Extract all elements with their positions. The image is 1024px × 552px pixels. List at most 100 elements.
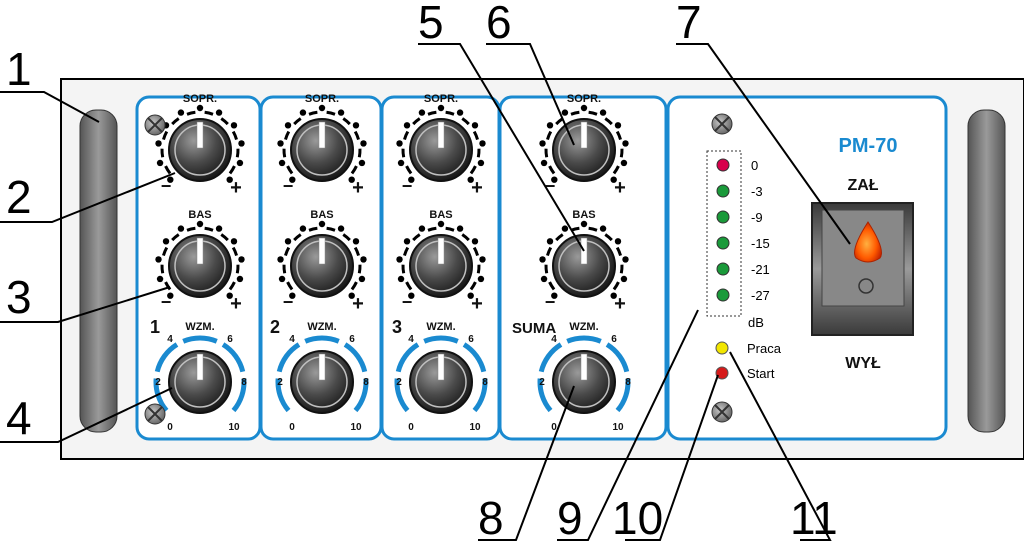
level-led [716,236,730,250]
sum-channel-label: SUMA [512,320,556,337]
scale-dot [408,176,415,183]
scale-dot [479,256,486,263]
scale-dot [196,220,204,228]
scale-arc [445,226,455,232]
gain-scale-label: 6 [468,334,474,345]
power-off-label: WYŁ [845,355,881,372]
scale-arc [353,246,360,256]
scale-arc [186,110,196,116]
scale-dot [599,225,607,232]
scale-arc [284,130,291,140]
knob-body [168,234,232,298]
scale-dot [156,159,164,167]
gain-scale-arc [538,342,563,373]
scale-dot [278,275,286,283]
treble-knob[interactable]: SOPR.−+ [155,93,245,199]
bass-knob[interactable]: BAS−+ [277,209,367,315]
scale-arc [555,233,564,242]
bass-knob-label: BAS [429,209,452,221]
callout-leaders [0,43,851,541]
gain-scale-arc [566,335,602,344]
scale-dot [337,109,345,116]
treble-knob-label: SOPR. [183,93,217,105]
gain-scale-label: 6 [227,334,233,345]
scale-arc [612,281,620,291]
gain-scale-label: 0 [551,422,557,433]
gain-scale-label: 10 [228,422,240,433]
power-switch[interactable] [811,202,914,336]
scale-arc [401,148,406,158]
scale-dot [620,275,628,283]
scale-arc [326,226,336,232]
scale-dot [540,275,548,283]
scale-dot [226,176,233,183]
gain-scale-arc [395,342,420,373]
callout-11: 11 [790,492,838,544]
scale-dot [215,109,223,116]
scale-arc [231,246,238,256]
scale-dot [479,140,486,147]
scale-dot [437,220,445,228]
scale-dot [403,122,411,129]
treble-knob[interactable]: SOPR.−+ [277,93,367,199]
scale-arc [469,165,477,175]
start-indicator-label: Start [747,366,775,381]
gain-scale-arc [304,335,340,344]
scale-dot [539,140,546,147]
right-handle [967,109,1006,433]
scale-dot [337,225,345,232]
scale-arc [235,148,240,158]
scale-arc [204,226,214,232]
gain-scale-arc [231,378,247,413]
gain-scale-label: 2 [277,377,283,388]
scale-arc [282,148,287,158]
gain-scale-label: 10 [612,422,624,433]
gain-scale-label: 2 [396,377,402,388]
scale-arc [604,233,613,242]
scale-arc [619,264,624,274]
gain-scale-label: 4 [289,334,295,345]
scale-dot [622,256,629,263]
scale-arc [164,165,172,175]
scale-dot [471,122,479,129]
bass-knob[interactable]: BAS−+ [155,209,245,315]
scale-dot [318,104,326,112]
scale-dot [358,159,366,167]
scale-dot [352,122,360,129]
scale-arc [282,264,287,274]
scale-arc [604,117,613,126]
gain-scale-arc [182,335,218,344]
scale-arc [476,148,481,158]
bass-knob-label: BAS [572,209,595,221]
scale-arc [164,281,172,291]
scale-arc [588,226,598,232]
scale-dot [167,176,174,183]
bass-knob[interactable]: BAS−+ [396,209,486,315]
knob-pointer [580,121,588,149]
gain-scale-arc [615,378,631,413]
knob-pointer [318,353,326,381]
minus-label: − [402,292,413,312]
knob-body [290,118,354,182]
treble-knob[interactable]: SOPR.−+ [539,93,629,199]
scale-arc [427,226,437,232]
scale-dot [477,275,485,283]
scale-arc [293,233,302,242]
treble-knob[interactable]: SOPR.−+ [396,93,486,199]
knob-body [552,234,616,298]
plus-label: + [471,177,483,199]
gain-scale-label: 0 [167,422,173,433]
knob-pointer [437,237,445,265]
scale-dot [156,275,164,283]
level-led [716,158,730,172]
minus-label: − [402,176,413,196]
minus-label: − [545,176,556,196]
gain-scale-label: 8 [363,377,369,388]
praca-indicator-label: Praca [747,341,782,356]
screw-icon [711,401,733,423]
